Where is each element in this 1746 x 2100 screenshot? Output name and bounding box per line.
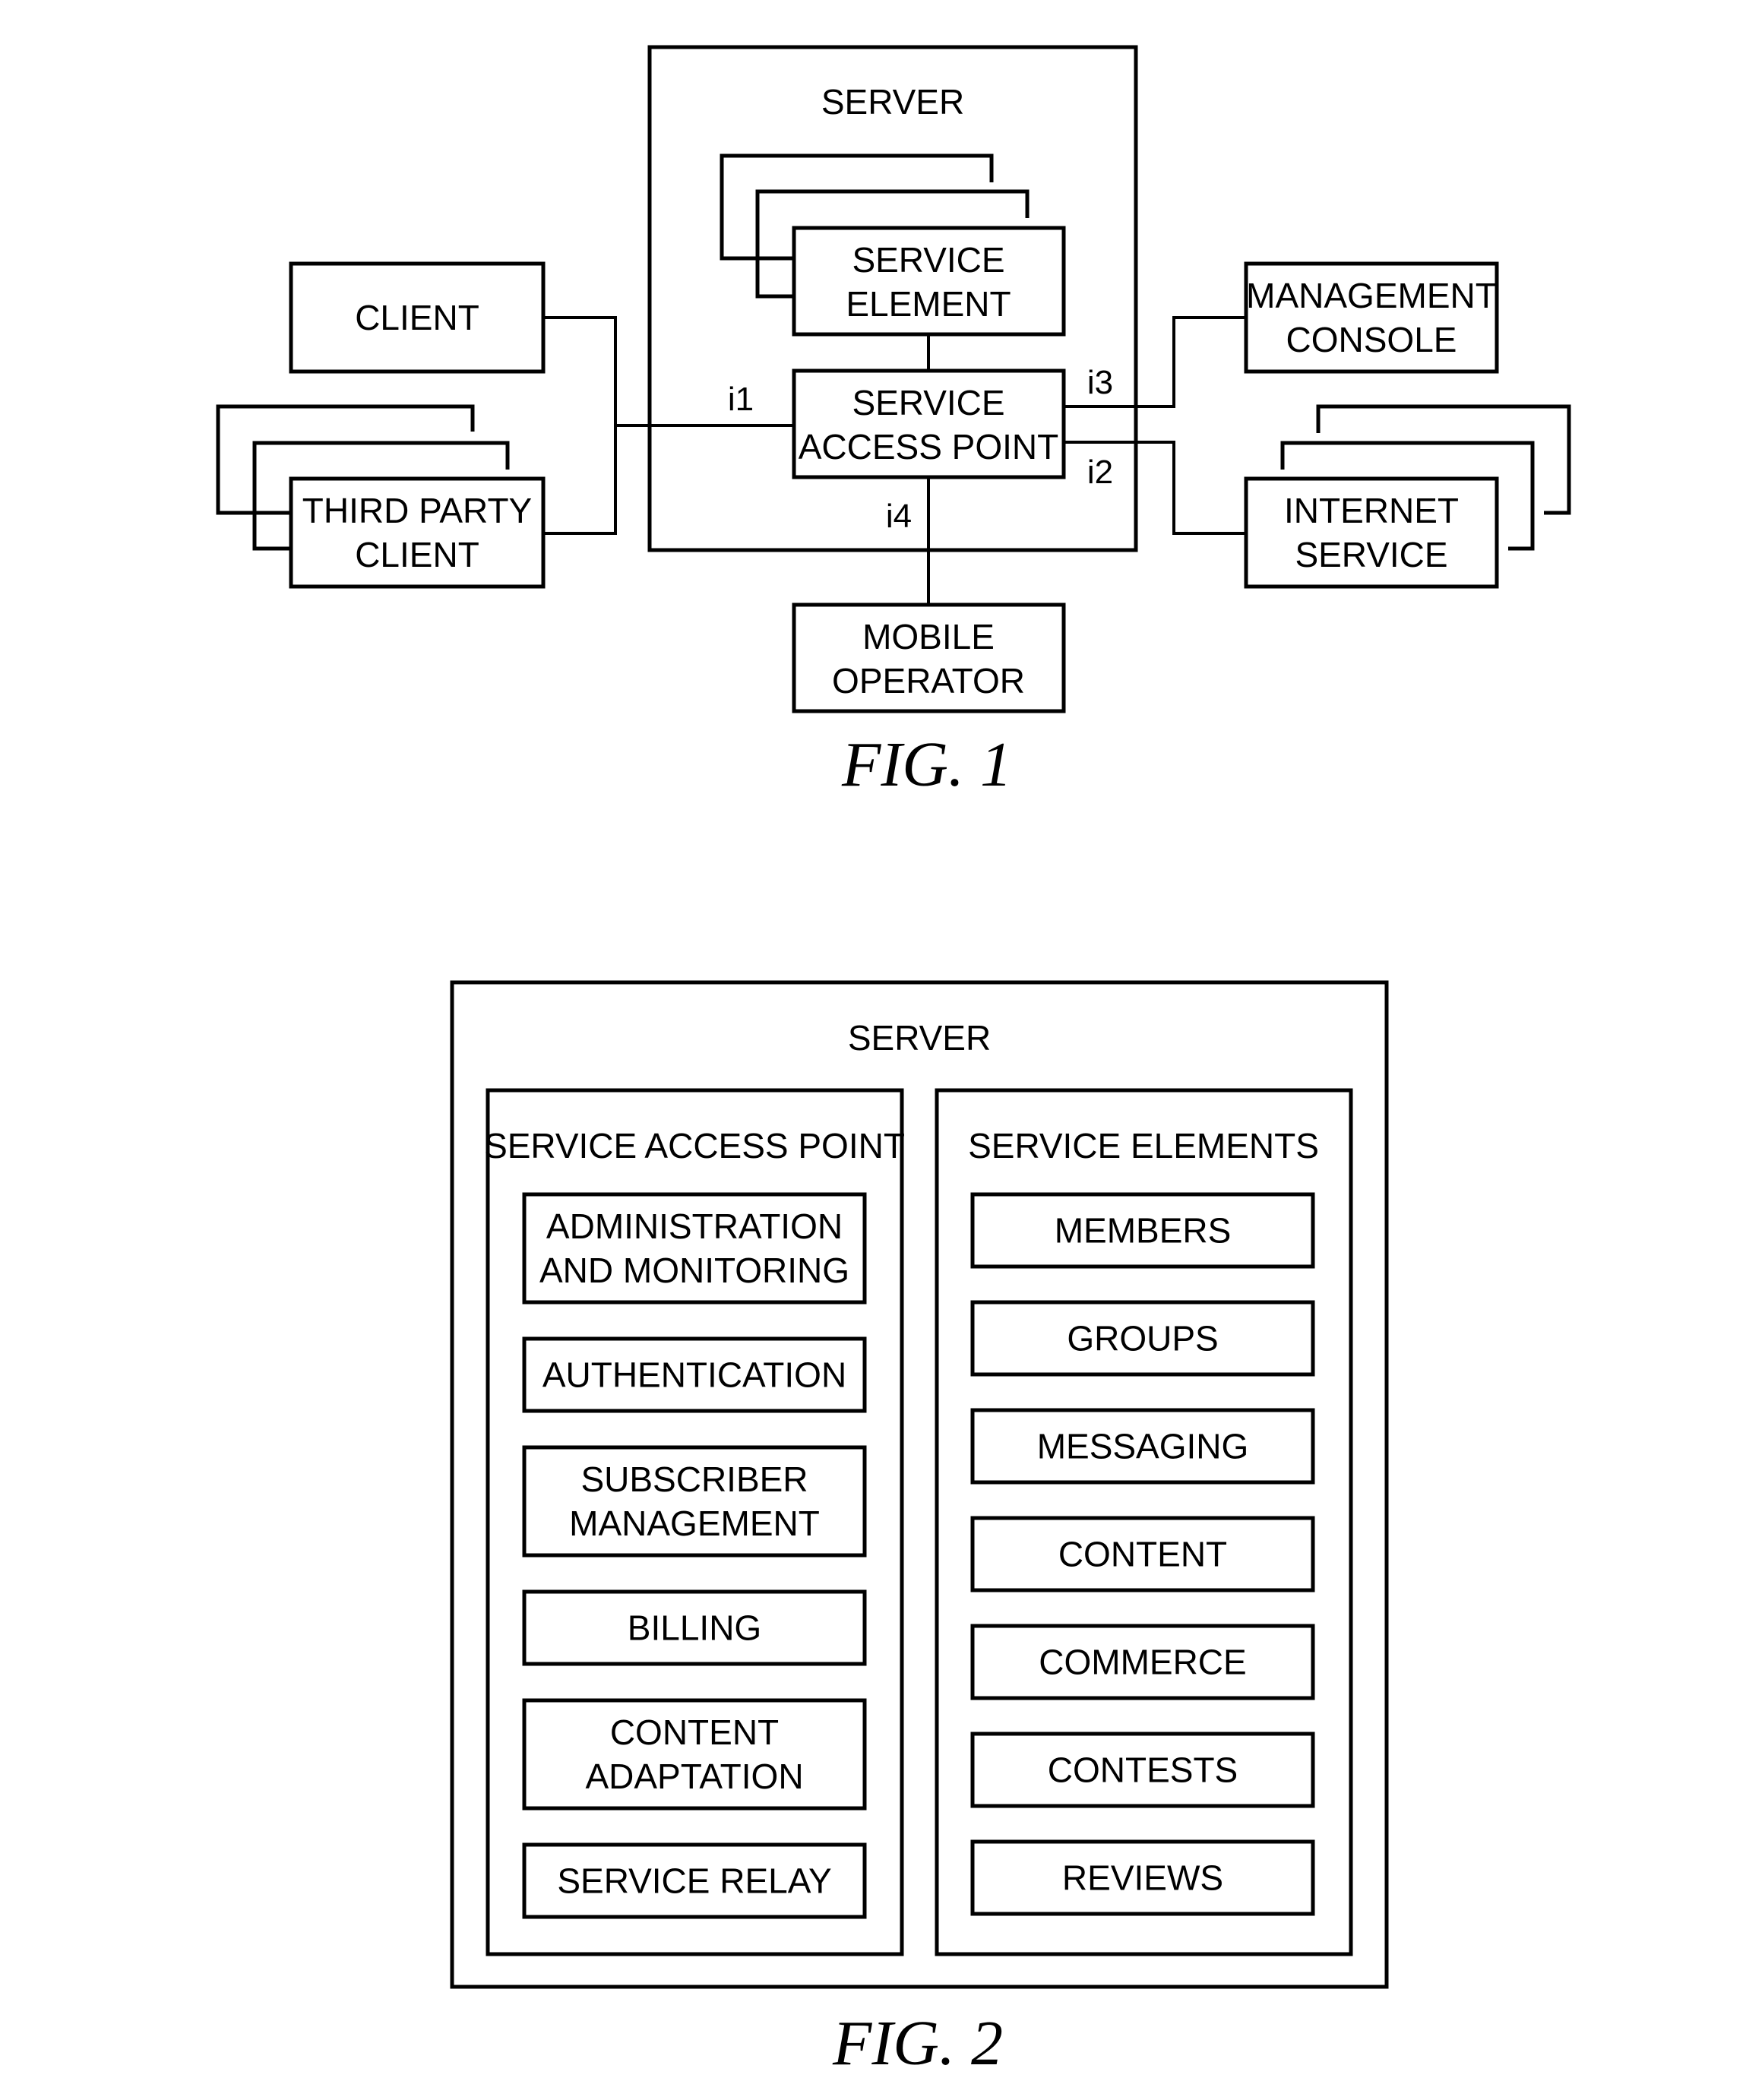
fig1-mobile-operator-label-line1: MOBILE [862, 617, 995, 656]
fig1-service-access-point-label-line2: ACCESS POINT [799, 427, 1059, 466]
fig1-management-console-label-line1: MANAGEMENT [1246, 276, 1497, 315]
fig1-third-party-client-label-line2: CLIENT [355, 535, 479, 574]
fig1-third-party-client-label-line1: THIRD PARTY [302, 491, 532, 530]
fig1-internet-service-label-line2: SERVICE [1295, 535, 1447, 574]
fig1-service-element-label-line2: ELEMENT [846, 284, 1011, 324]
fig1-service-access-point-label-line1: SERVICE [852, 383, 1004, 422]
fig1-interface-i3: i3 [1087, 364, 1113, 401]
fig2-se-item-contests-label: CONTESTS [1048, 1751, 1238, 1790]
fig1-link-client [543, 318, 615, 533]
fig1-service-element-label-line1: SERVICE [852, 240, 1004, 280]
fig2-service-access-point-items: ADMINISTRATION AND MONITORING AUTHENTICATI… [524, 1194, 865, 1917]
fig2-sap-item-subscriber-management-label: SUBSCRIBER [580, 1460, 808, 1499]
fig2-sap-item-content-adaptation-label: ADAPTATION [585, 1757, 803, 1796]
fig2-se-item-content-label: CONTENT [1058, 1535, 1227, 1574]
fig2: SERVER SERVICE ACCESS POINT ADMINISTRATI… [452, 982, 1387, 2079]
fig1-client-label: CLIENT [355, 298, 479, 337]
fig2-se-item-reviews-label: REVIEWS [1062, 1858, 1223, 1898]
fig2-se-item-commerce-label: COMMERCE [1039, 1643, 1246, 1682]
fig2-sap-item-billing-label: BILLING [628, 1608, 761, 1648]
fig2-service-access-point-title: SERVICE ACCESS POINT [484, 1126, 905, 1165]
fig1-mobile-operator-label-line2: OPERATOR [832, 661, 1025, 701]
fig2-service-elements-items: MEMBERS GROUPS MESSAGING CONTENT COMMERCE CON… [973, 1194, 1313, 1914]
fig2-sap-item-authentication-label: AUTHENTICATION [542, 1355, 846, 1395]
fig2-se-item-members-label: MEMBERS [1055, 1211, 1232, 1251]
fig1-server-label: SERVER [821, 82, 964, 122]
fig2-sap-item-subscriber-management-label: MANAGEMENT [569, 1504, 820, 1543]
fig2-server-label: SERVER [848, 1018, 991, 1058]
fig2-caption: FIG. 2 [832, 2008, 1003, 2079]
fig2-se-item-groups-label: GROUPS [1067, 1319, 1218, 1358]
fig1-internet-service-label-line1: INTERNET [1284, 491, 1459, 530]
fig2-service-elements-title: SERVICE ELEMENTS [968, 1126, 1319, 1165]
fig2-sap-item-content-adaptation-label: CONTENT [610, 1713, 779, 1752]
fig2-sap-item-service-relay-label: SERVICE RELAY [557, 1861, 831, 1901]
fig2-sap-item-administration-and-monitoring-label: ADMINISTRATION [546, 1207, 843, 1246]
fig1-interface-i1: i1 [728, 381, 754, 418]
fig1-management-console-label-line2: CONSOLE [1286, 320, 1457, 359]
fig1-caption: FIG. 1 [841, 729, 1012, 800]
fig2-se-item-messaging-label: MESSAGING [1037, 1427, 1249, 1466]
fig1-interface-i4: i4 [886, 498, 912, 535]
fig1: SERVER SERVICE ELEMENT SERVICE ACCESS PO… [218, 47, 1569, 800]
fig2-sap-item-administration-and-monitoring-label: AND MONITORING [539, 1251, 849, 1290]
fig1-interface-i2: i2 [1087, 454, 1113, 491]
